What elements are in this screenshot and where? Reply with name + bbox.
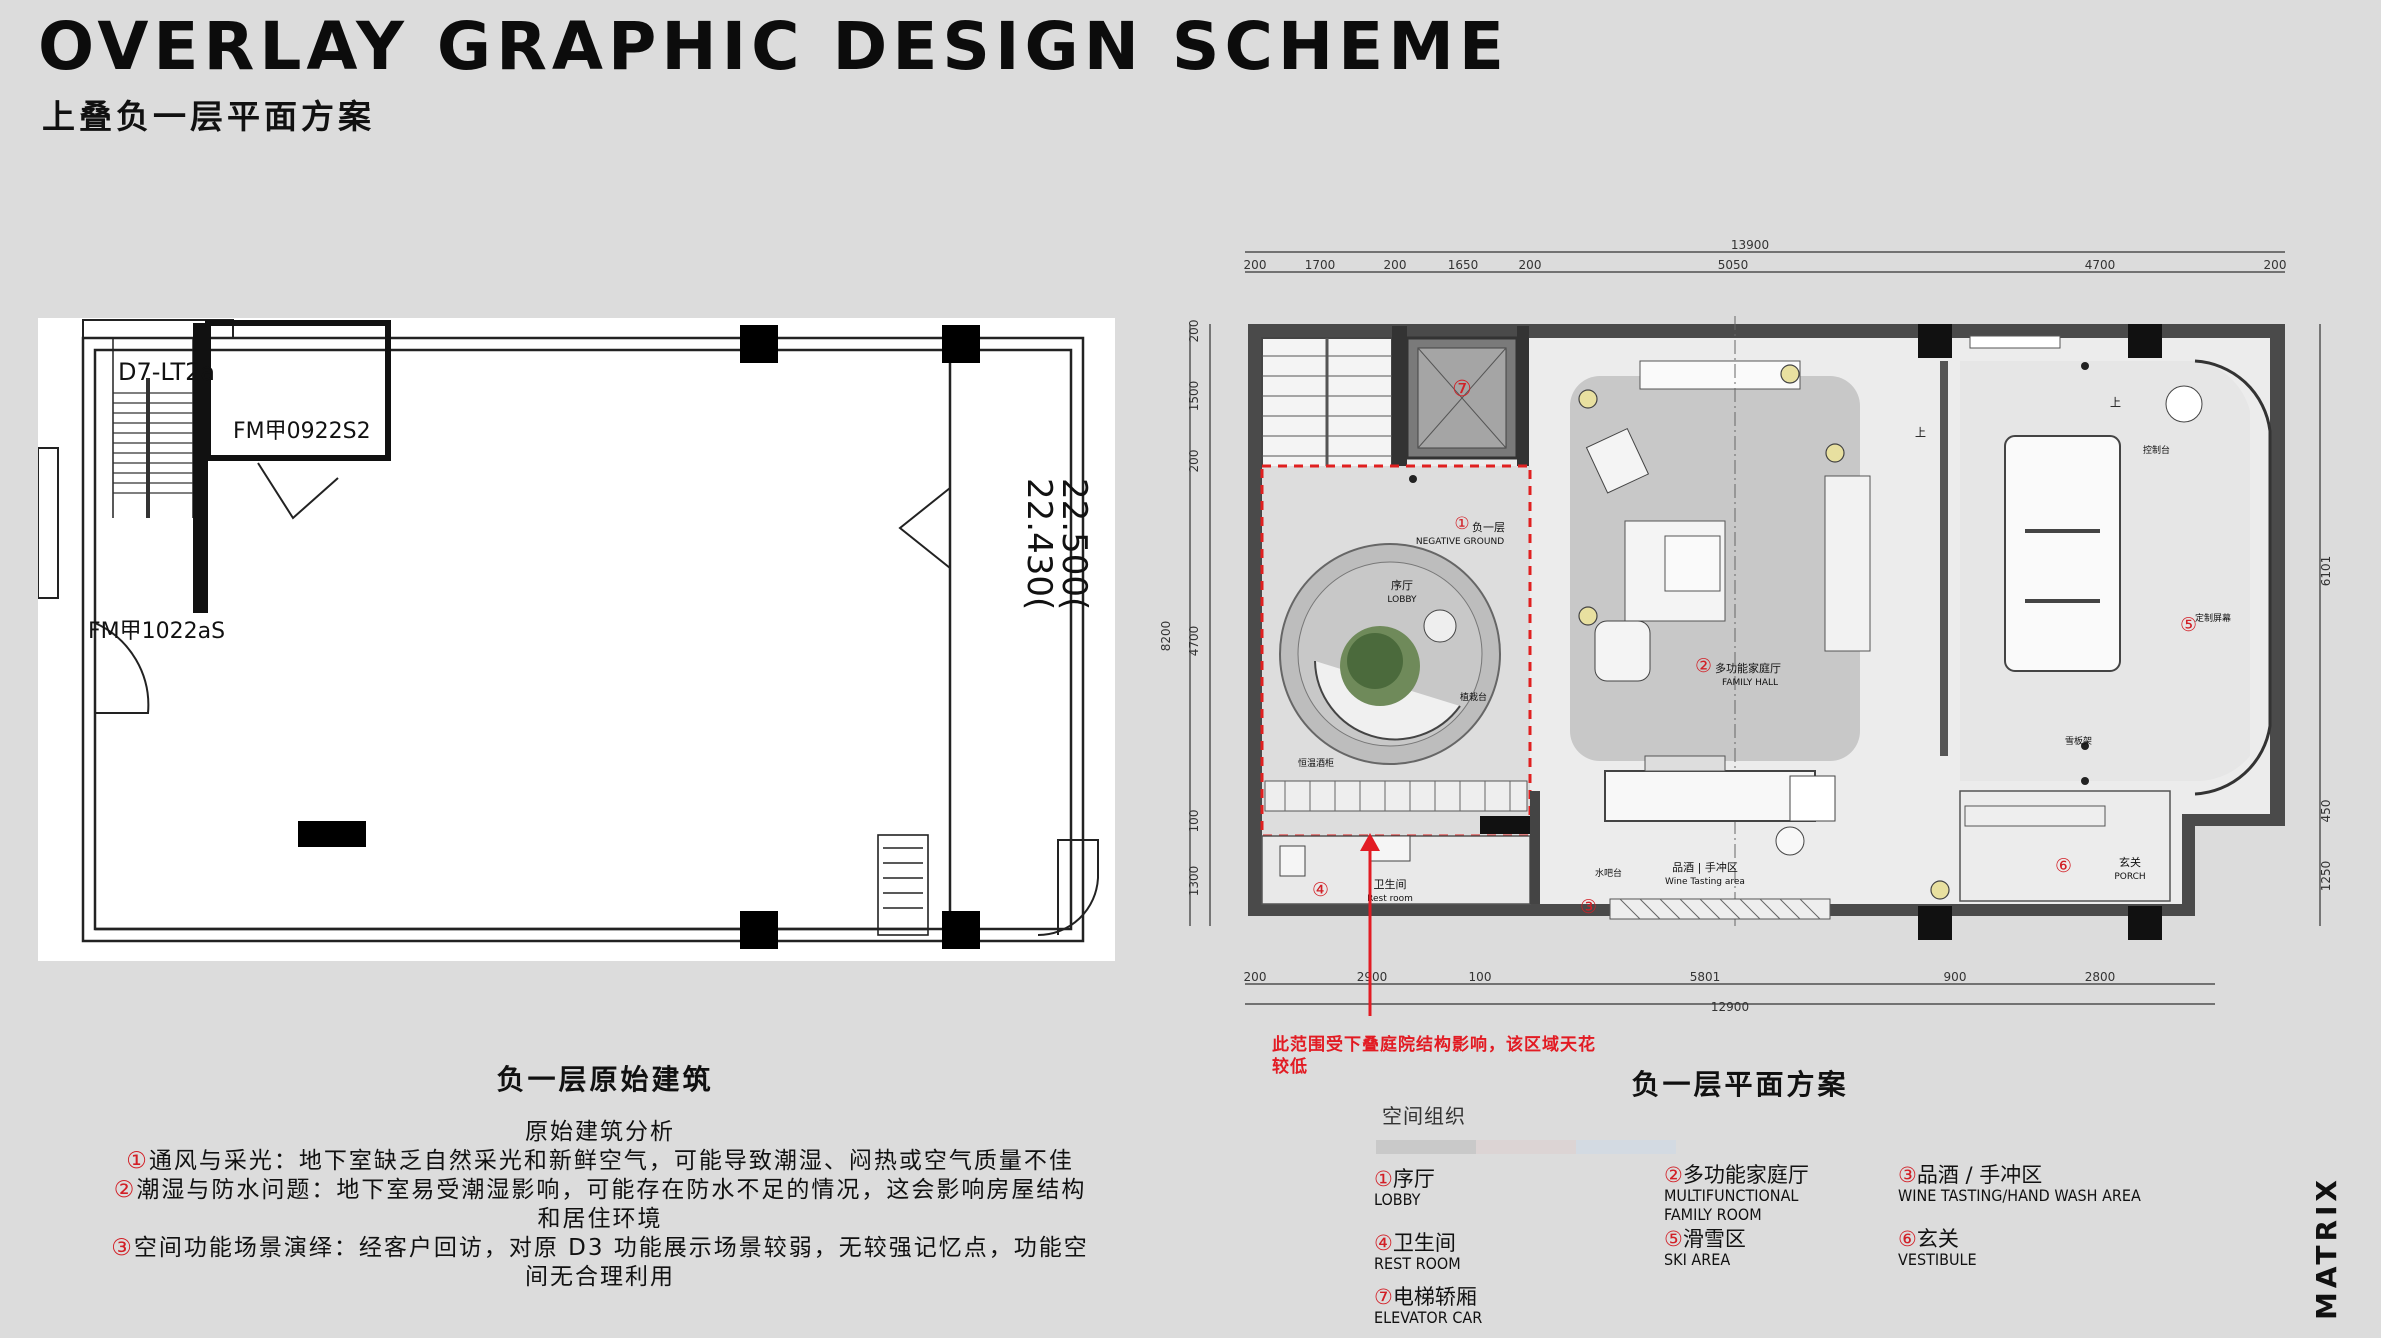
svg-text:NEGATIVE GROUND: NEGATIVE GROUND	[1416, 537, 1504, 547]
dim-bottom-total: 12900	[1711, 1000, 1749, 1014]
svg-text:4700: 4700	[2085, 258, 2116, 272]
svg-text:序厅: 序厅	[1391, 578, 1413, 592]
analysis-heading: 原始建筑分析	[525, 1119, 675, 1145]
new-floor-plan: 13900 200 1700 200 1650 200 5050 4700 20…	[1150, 236, 2360, 1016]
svg-text:1500: 1500	[1187, 381, 1201, 412]
elevator-number: ⑦	[1452, 377, 1472, 402]
svg-text:雪板架: 雪板架	[2065, 735, 2092, 747]
hall-number: ②	[1695, 655, 1712, 677]
analysis-item-3: ③空间功能场景演绎：经客户回访，对原 D3 功能展示场景较弱，无较强记忆点，功能…	[111, 1235, 1089, 1290]
elevation-label-1: 22.500(	[1054, 478, 1094, 610]
svg-text:植栽台: 植栽台	[1460, 691, 1487, 703]
svg-text:6101: 6101	[2319, 556, 2333, 587]
svg-text:5050: 5050	[1718, 258, 1749, 272]
svg-text:卫生间: 卫生间	[1374, 877, 1407, 891]
original-plan-caption: 负一层原始建筑	[496, 1063, 714, 1096]
dim-top-total: 13900	[1731, 238, 1769, 252]
wine-number: ③	[1580, 896, 1597, 918]
svg-text:1650: 1650	[1448, 258, 1479, 272]
stair-label: D7-LT2a	[118, 358, 215, 386]
svg-text:200: 200	[1187, 320, 1201, 343]
svg-text:900: 900	[1944, 970, 1967, 984]
legend-swatch-3	[1576, 1140, 1676, 1154]
porch-number: ⑥	[2055, 855, 2072, 877]
ski-number: ⑤	[2180, 614, 2197, 636]
svg-text:100: 100	[1469, 970, 1492, 984]
svg-text:多功能家庭厅: 多功能家庭厅	[1715, 661, 1781, 675]
svg-text:2800: 2800	[2085, 970, 2116, 984]
svg-text:水吧台: 水吧台	[1595, 867, 1622, 879]
svg-text:1250: 1250	[2319, 861, 2333, 892]
svg-text:100: 100	[1187, 810, 1201, 833]
svg-text:恒温酒柜: 恒温酒柜	[1298, 757, 1334, 769]
svg-text:200: 200	[1244, 258, 1267, 272]
svg-text:1300: 1300	[1187, 866, 1201, 897]
svg-text:品酒 | 手冲区: 品酒 | 手冲区	[1672, 860, 1738, 874]
svg-text:上: 上	[1915, 426, 1926, 439]
svg-text:200: 200	[2264, 258, 2287, 272]
svg-text:200: 200	[1384, 258, 1407, 272]
legend-swatch-2	[1476, 1140, 1576, 1154]
svg-text:控制台: 控制台	[2143, 444, 2170, 456]
page-title: OVERLAY GRAPHIC DESIGN SCHEME	[38, 8, 1509, 85]
svg-text:FAMILY HALL: FAMILY HALL	[1722, 678, 1778, 688]
svg-text:玄关: 玄关	[2119, 855, 2141, 869]
new-plan-caption: 负一层平面方案	[1631, 1068, 1849, 1101]
annotation-low-ceiling: 此范围受下叠庭院结构影响，该区域天花较低	[1272, 1035, 1596, 1077]
svg-text:1700: 1700	[1305, 258, 1336, 272]
svg-text:PORCH: PORCH	[2114, 872, 2145, 882]
analysis-item-1: ①通风与采光：地下室缺乏自然采光和新鲜空气，可能导致潮湿、闷热或空气质量不佳	[126, 1148, 1074, 1174]
door-label-2: FM甲1022aS	[88, 619, 225, 644]
page-subtitle: 上叠负一层平面方案	[42, 97, 375, 136]
brand-mark: MATRIX	[2310, 1175, 2343, 1320]
svg-text:200: 200	[1519, 258, 1542, 272]
original-floor-plan: D7-LT2a FM甲0922S2 FM甲1022aS 22.500( 22.4…	[38, 318, 1115, 961]
door-label-1: FM甲0922S2	[233, 419, 371, 444]
elevation-label-2: 22.430(	[1019, 478, 1059, 610]
restroom-number: ④	[1312, 879, 1329, 901]
legend-swatch-1	[1376, 1140, 1476, 1154]
svg-text:2900: 2900	[1357, 970, 1388, 984]
svg-text:8200: 8200	[1159, 621, 1173, 652]
analysis-item-2: ②潮湿与防水问题：地下室易受潮湿影响，可能存在防水不足的情况，这会影响房屋结构和…	[113, 1177, 1087, 1232]
svg-text:负一层: 负一层	[1472, 520, 1505, 534]
svg-text:LOBBY: LOBBY	[1387, 595, 1417, 605]
svg-text:4700: 4700	[1187, 626, 1201, 657]
lobby-number: ①	[1454, 514, 1469, 534]
svg-text:200: 200	[1244, 970, 1267, 984]
svg-text:Wine Tasting area: Wine Tasting area	[1665, 877, 1745, 887]
original-analysis: 原始建筑分析 ①通风与采光：地下室缺乏自然采光和新鲜空气，可能导致潮湿、闷热或空…	[110, 1118, 1090, 1292]
legend-title: 空间组织	[1382, 1104, 1466, 1128]
svg-text:5801: 5801	[1690, 970, 1721, 984]
svg-text:200: 200	[1187, 450, 1201, 473]
svg-text:上: 上	[2110, 396, 2121, 409]
svg-text:450: 450	[2319, 800, 2333, 823]
svg-text:Rest room: Rest room	[1367, 894, 1413, 904]
svg-text:定制屏幕: 定制屏幕	[2195, 612, 2231, 624]
